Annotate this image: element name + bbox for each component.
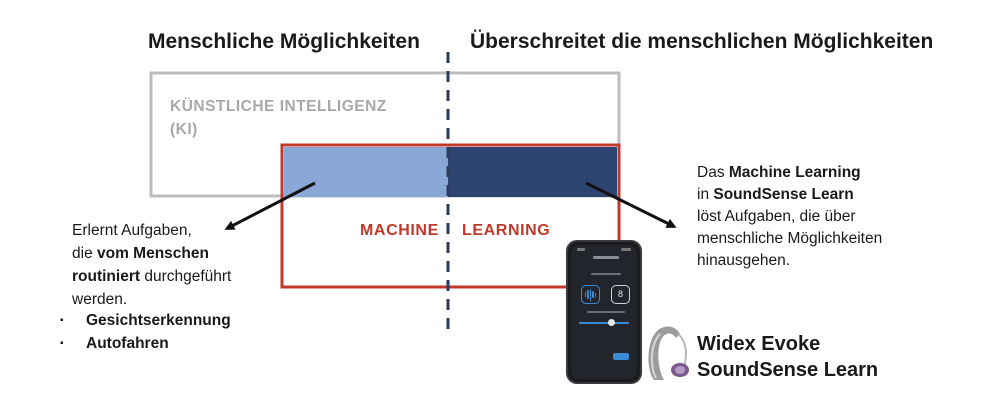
arrow-left [224,181,316,230]
heading-human-capabilities: Menschliche Möglichkeiten [148,30,420,53]
left-line2: die vom Menschen [72,242,302,265]
arrow-right [585,181,677,228]
left-bold-routine: routiniert [72,268,141,285]
list-item: Gesichtserkennung [60,309,231,332]
ml-label-learning: LEARNING [462,222,551,239]
left-line1: Erlernt Aufgaben, [72,222,192,239]
product-name-line2: SoundSense Learn [697,359,879,381]
phone-subtitle [591,273,621,275]
ki-label-line1: KÜNSTLICHE INTELLIGENZ [170,98,387,115]
right-text-fragment: Das [697,164,729,181]
example-list: Gesichtserkennung Autofahren [60,309,231,355]
phone-button [613,353,629,360]
ki-label: KÜNSTLICHE INTELLIGENZ (KI) [170,95,387,141]
heading-beyond-human: Überschreitet die menschlichen Möglichke… [470,30,934,53]
overlap-human-fill [284,147,448,197]
ml-box [280,143,621,289]
right-line3: löst Aufgaben, die über [697,208,856,225]
ml-label-machine: MACHINE [360,222,439,239]
phone-status-bar [577,248,631,252]
list-item: Autofahren [60,332,231,355]
phone-slider-label [587,311,625,313]
right-line2: in SoundSense Learn [697,184,957,206]
phone-number-box: 8 [611,285,630,304]
product-name-line1: Widex Evoke [697,333,821,355]
phone-screen: 8 [571,245,637,379]
hearing-aid-image [648,326,689,380]
right-bold-ssl: SoundSense Learn [713,186,854,203]
left-description: Erlernt Aufgaben, die vom Menschen routi… [72,219,302,311]
phone-slider [579,319,629,326]
right-bold-ml: Machine Learning [728,164,861,181]
phone-app-title [571,255,637,261]
overlap-beyond-fill [448,147,617,197]
left-bold-human: vom Menschen [97,245,209,262]
right-line5: hinausgehen. [697,252,791,269]
product-name: Widex Evoke SoundSense Learn [697,331,878,383]
right-line1: Das Machine Learning [697,162,957,184]
ki-label-line2: (KI) [170,121,198,138]
smartphone-image: 8 [566,240,642,384]
right-line4: menschliche Möglichkeiten [697,230,883,247]
right-text-fragment: in [697,186,714,203]
left-text-fragment: durchgeführt [140,268,232,285]
left-text-fragment: die [72,245,97,262]
soundwave-icon [581,285,600,304]
left-line3: routiniert durchgeführt [72,265,302,288]
right-description: Das Machine Learning in SoundSense Learn… [697,162,957,272]
left-line4: werden. [72,291,128,308]
